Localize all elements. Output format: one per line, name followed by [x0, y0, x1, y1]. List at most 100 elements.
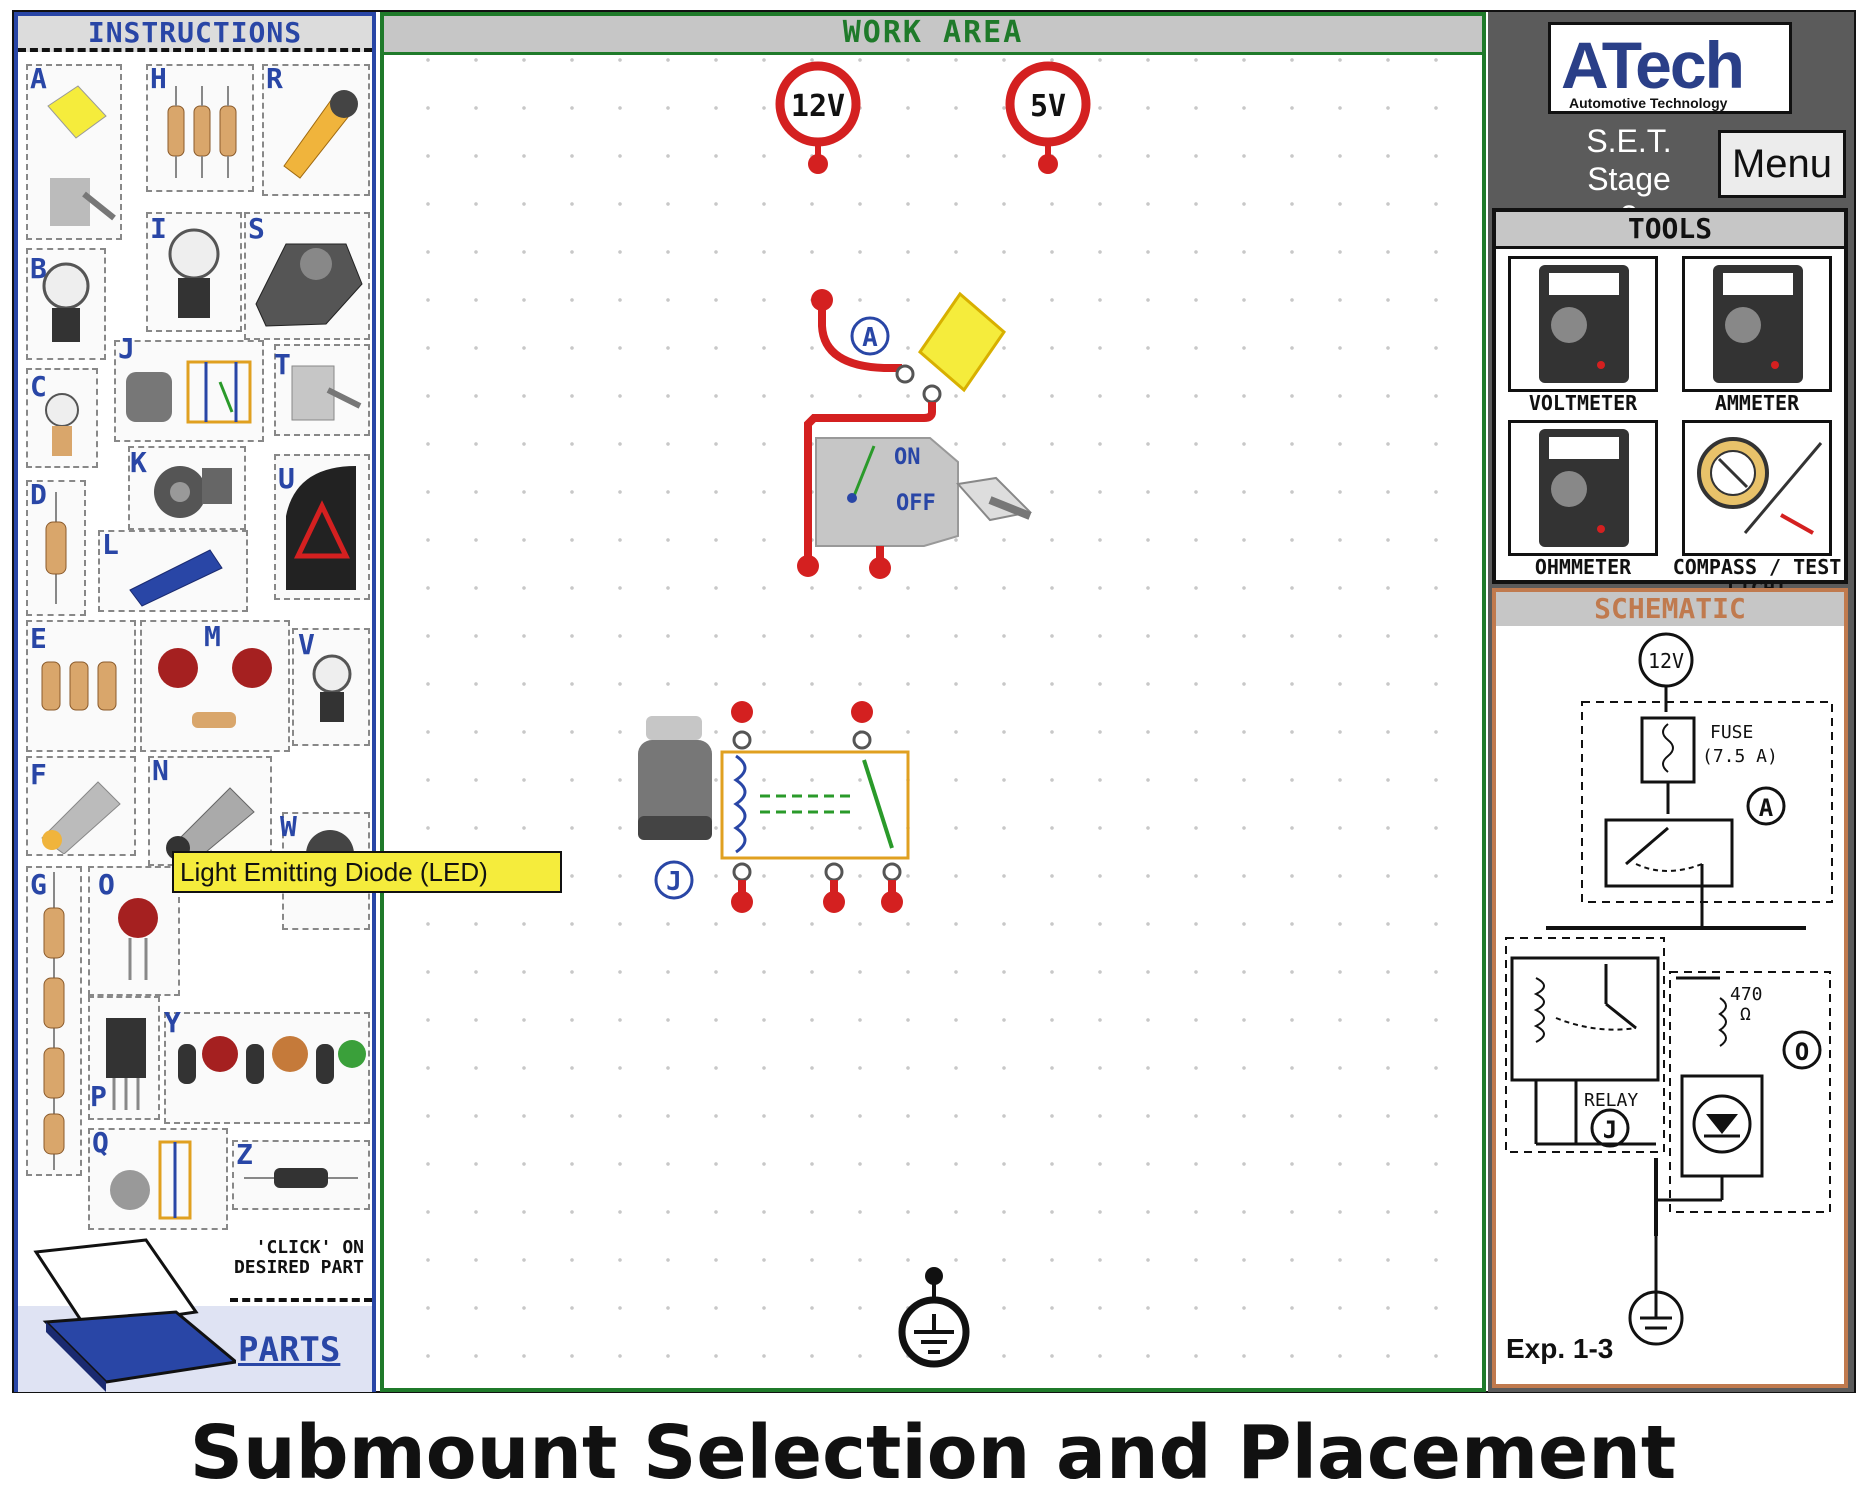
part-f[interactable]: [26, 756, 136, 856]
ground-terminal[interactable]: [898, 1267, 970, 1368]
part-c[interactable]: [26, 368, 98, 468]
ammeter-icon: [1713, 265, 1803, 383]
svg-text:Exp. 1-3: Exp. 1-3: [1506, 1333, 1613, 1364]
instructions-button[interactable]: INSTRUCTIONS: [18, 16, 372, 52]
throttle-sensor-icon: [255, 243, 363, 327]
part-letter: T: [274, 348, 291, 381]
menu-button[interactable]: Menu: [1718, 130, 1846, 198]
potentiometer-icon: [110, 1140, 192, 1220]
part-letter: F: [30, 758, 47, 791]
part-s[interactable]: [244, 212, 370, 340]
part-u[interactable]: [274, 454, 370, 600]
part-q[interactable]: [88, 1128, 228, 1230]
part-letter: N: [152, 754, 169, 787]
part-letter: O: [98, 868, 115, 901]
part-b[interactable]: [26, 248, 106, 360]
part-y[interactable]: [164, 1012, 370, 1124]
toggle-switch-icon: [291, 365, 362, 421]
part-v[interactable]: [292, 628, 370, 746]
part-e[interactable]: [26, 620, 136, 752]
capacitor-icon: [129, 549, 223, 607]
part-letter: B: [30, 252, 47, 285]
voltmeter-tool[interactable]: VOLTMETER: [1508, 256, 1658, 422]
small-bulb-icon: [45, 393, 79, 456]
power-source-5v[interactable]: 5V: [1005, 61, 1091, 174]
part-letter: E: [30, 622, 47, 655]
led-pair-icon: [158, 648, 272, 728]
fuse-switch-assembly[interactable]: ON OFF A: [797, 289, 1033, 579]
svg-text:470: 470: [1730, 984, 1763, 1005]
work-area[interactable]: WORK AREA 12V 5V: [380, 12, 1486, 1392]
part-letter: S: [248, 212, 265, 245]
power-source-12v[interactable]: 12V: [775, 61, 861, 174]
fuse-toggle-icon: [47, 85, 116, 226]
switch-off-label: OFF: [896, 491, 936, 516]
part-letter: A: [30, 62, 47, 95]
part-l[interactable]: [98, 530, 248, 612]
divider: [230, 1298, 372, 1302]
tools-panel: TOOLS VOLTMETER AMMETER OHMMETER COMPASS…: [1492, 208, 1848, 600]
part-n[interactable]: [148, 756, 272, 866]
voltmeter-icon: [1539, 265, 1629, 383]
circuit-canvas[interactable]: 12V 5V ON OFF A: [384, 16, 1482, 1388]
part-letter: K: [130, 446, 147, 479]
part-o[interactable]: [88, 866, 180, 996]
part-j[interactable]: [114, 340, 264, 442]
part-letter: G: [30, 868, 47, 901]
ohmmeter-tool[interactable]: OHMMETER: [1508, 420, 1658, 586]
schematic-panel: SCHEMATIC 12V FUSE (7.5 A) A: [1492, 588, 1848, 1388]
svg-text:12V: 12V: [1648, 649, 1684, 673]
switch-on-label: ON: [894, 445, 921, 470]
svg-text:FUSE: FUSE: [1710, 722, 1753, 743]
svg-text:O: O: [1795, 1038, 1809, 1066]
parts-bin-icon[interactable]: [26, 1232, 236, 1392]
part-a[interactable]: [26, 64, 122, 240]
diode-icon: [244, 1168, 358, 1188]
part-letter: C: [30, 370, 47, 403]
work-area-title: WORK AREA: [384, 16, 1482, 55]
atech-logo: ATech Automotive Technology: [1548, 22, 1792, 114]
svg-text:RELAY: RELAY: [1584, 1090, 1638, 1111]
schematic-title: SCHEMATIC: [1496, 592, 1844, 626]
logo-text: ATech: [1561, 28, 1745, 102]
resistor-icon: [45, 492, 67, 604]
source-label: 5V: [1030, 89, 1066, 124]
part-t[interactable]: [274, 344, 370, 436]
logo-subtitle: Automotive Technology: [1569, 95, 1728, 111]
part-h[interactable]: [146, 64, 254, 192]
led-assortment-icon: [178, 1036, 366, 1084]
part-letter: Z: [236, 1138, 253, 1171]
part-i[interactable]: [146, 212, 242, 332]
svg-text:J: J: [1603, 1116, 1617, 1144]
bulb-icon: [42, 262, 90, 342]
ammeter-tool[interactable]: AMMETER: [1682, 256, 1832, 422]
part-r[interactable]: [262, 64, 370, 196]
svg-text:Ω: Ω: [1740, 1004, 1751, 1025]
compass-test-light-tool[interactable]: COMPASS / TEST LIGHT: [1673, 420, 1841, 600]
sensor-icon: [41, 781, 121, 855]
part-letter: I: [150, 212, 167, 245]
part-letter: Y: [164, 1006, 181, 1039]
part-letter: V: [298, 628, 315, 661]
part-letter: M: [204, 620, 221, 653]
part-m[interactable]: [140, 620, 290, 752]
svg-text:J: J: [666, 867, 682, 897]
resistor-chain-icon: [43, 872, 65, 1170]
part-g[interactable]: [26, 866, 82, 1176]
relay-assembly[interactable]: J: [638, 701, 910, 913]
part-letter: U: [278, 462, 295, 495]
part-k[interactable]: [128, 446, 246, 530]
resistor-icon: [167, 86, 237, 178]
bulb-icon: [168, 228, 220, 318]
part-p[interactable]: [88, 996, 160, 1120]
compass-test-light-icon: [1697, 437, 1823, 535]
part-letter: P: [90, 1080, 107, 1113]
part-z[interactable]: [232, 1140, 370, 1210]
part-d[interactable]: [26, 480, 86, 616]
parts-button[interactable]: PARTS: [238, 1330, 341, 1370]
relay-icon: [126, 360, 252, 424]
bulb-icon: [312, 654, 352, 722]
fuse-icon: [918, 291, 1006, 393]
part-letter: Q: [92, 1126, 109, 1159]
part-letter: L: [102, 528, 119, 561]
